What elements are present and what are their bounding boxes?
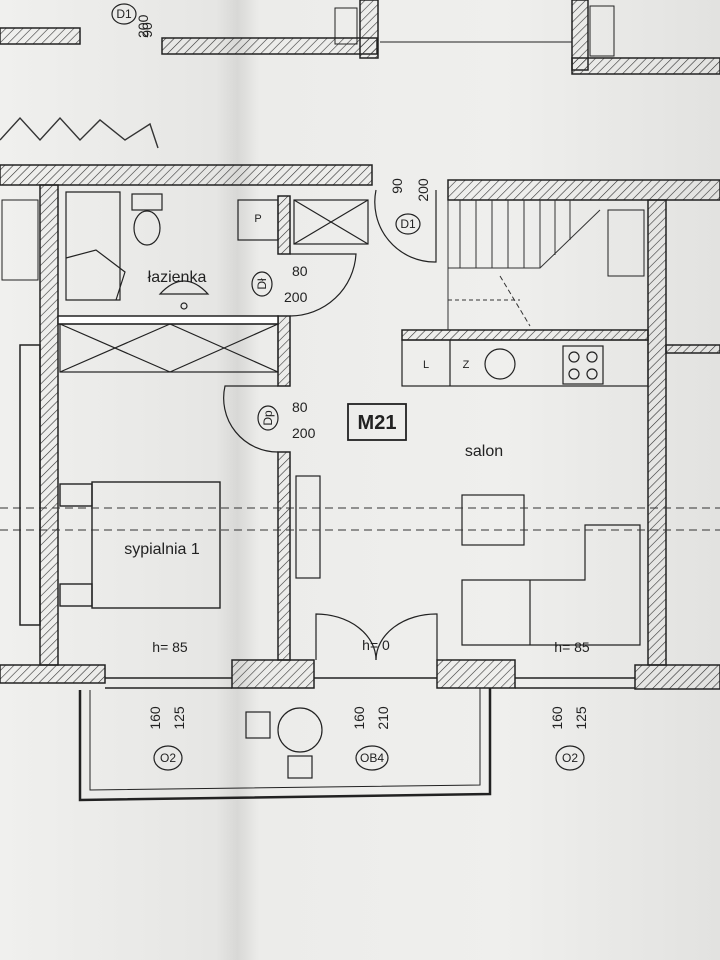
wardrobe <box>59 323 279 373</box>
door-top-width: 90 <box>139 22 155 38</box>
neighbour-walls-side <box>19 344 720 626</box>
staircase <box>447 200 601 330</box>
room-label-bathroom: łazienka <box>148 269 207 286</box>
door-bedroom-width: 80 <box>292 399 308 415</box>
door-tag-bathroom: Dł <box>255 278 269 290</box>
roof-line-dashed <box>0 507 720 531</box>
window-right-height: 125 <box>573 706 589 730</box>
top-stove-left <box>334 5 615 57</box>
bed <box>59 481 221 609</box>
top-neighbour-walls <box>0 0 720 75</box>
door-swings <box>223 189 438 661</box>
window-left-sill: h= 85 <box>152 639 188 655</box>
door-tag-stair: D1 <box>400 217 416 231</box>
door-stair-width: 90 <box>389 178 405 194</box>
door-bedroom-height: 200 <box>292 425 316 441</box>
unit-label: M21 <box>358 412 397 434</box>
balcony-door-sill: h= 0 <box>362 637 390 653</box>
door-bathroom-height: 200 <box>284 289 308 305</box>
door-bathroom-width: 80 <box>292 263 308 279</box>
fridge-label: L <box>423 359 429 371</box>
balcony-door-height: 210 <box>375 706 391 730</box>
balcony <box>78 688 492 802</box>
radiator-left <box>1 199 645 281</box>
window-left-tag: O2 <box>160 751 176 765</box>
pantry <box>237 199 369 245</box>
door-tag-top: D1 <box>116 7 132 21</box>
balcony-furniture <box>245 707 323 779</box>
dishwasher-label: Z <box>463 359 470 371</box>
window-left-height: 125 <box>171 706 187 730</box>
bottom-walls <box>0 659 720 690</box>
room-label-living: salon <box>465 443 503 460</box>
window-right-tag: O2 <box>562 751 578 765</box>
balcony-door-tag: OB4 <box>360 751 384 765</box>
window-right-sill: h= 85 <box>554 639 590 655</box>
window-right-width: 160 <box>549 706 565 730</box>
kitchen-counter <box>401 339 649 387</box>
roof-outline <box>0 116 159 149</box>
window-left-width: 160 <box>147 706 163 730</box>
bathroom-fixtures <box>65 191 210 310</box>
door-tag-bedroom: Dp <box>261 410 275 426</box>
pantry-label: P <box>254 213 261 225</box>
door-tag-circles <box>111 3 585 771</box>
living-furniture <box>295 475 641 646</box>
balcony-door-width: 160 <box>351 706 367 730</box>
door-stair-height: 200 <box>415 178 431 202</box>
room-label-bedroom: sypialnia 1 <box>124 541 200 558</box>
door-top-height: 200 <box>135 14 151 38</box>
upper-walls <box>0 164 720 666</box>
unit-label-box <box>347 403 407 441</box>
